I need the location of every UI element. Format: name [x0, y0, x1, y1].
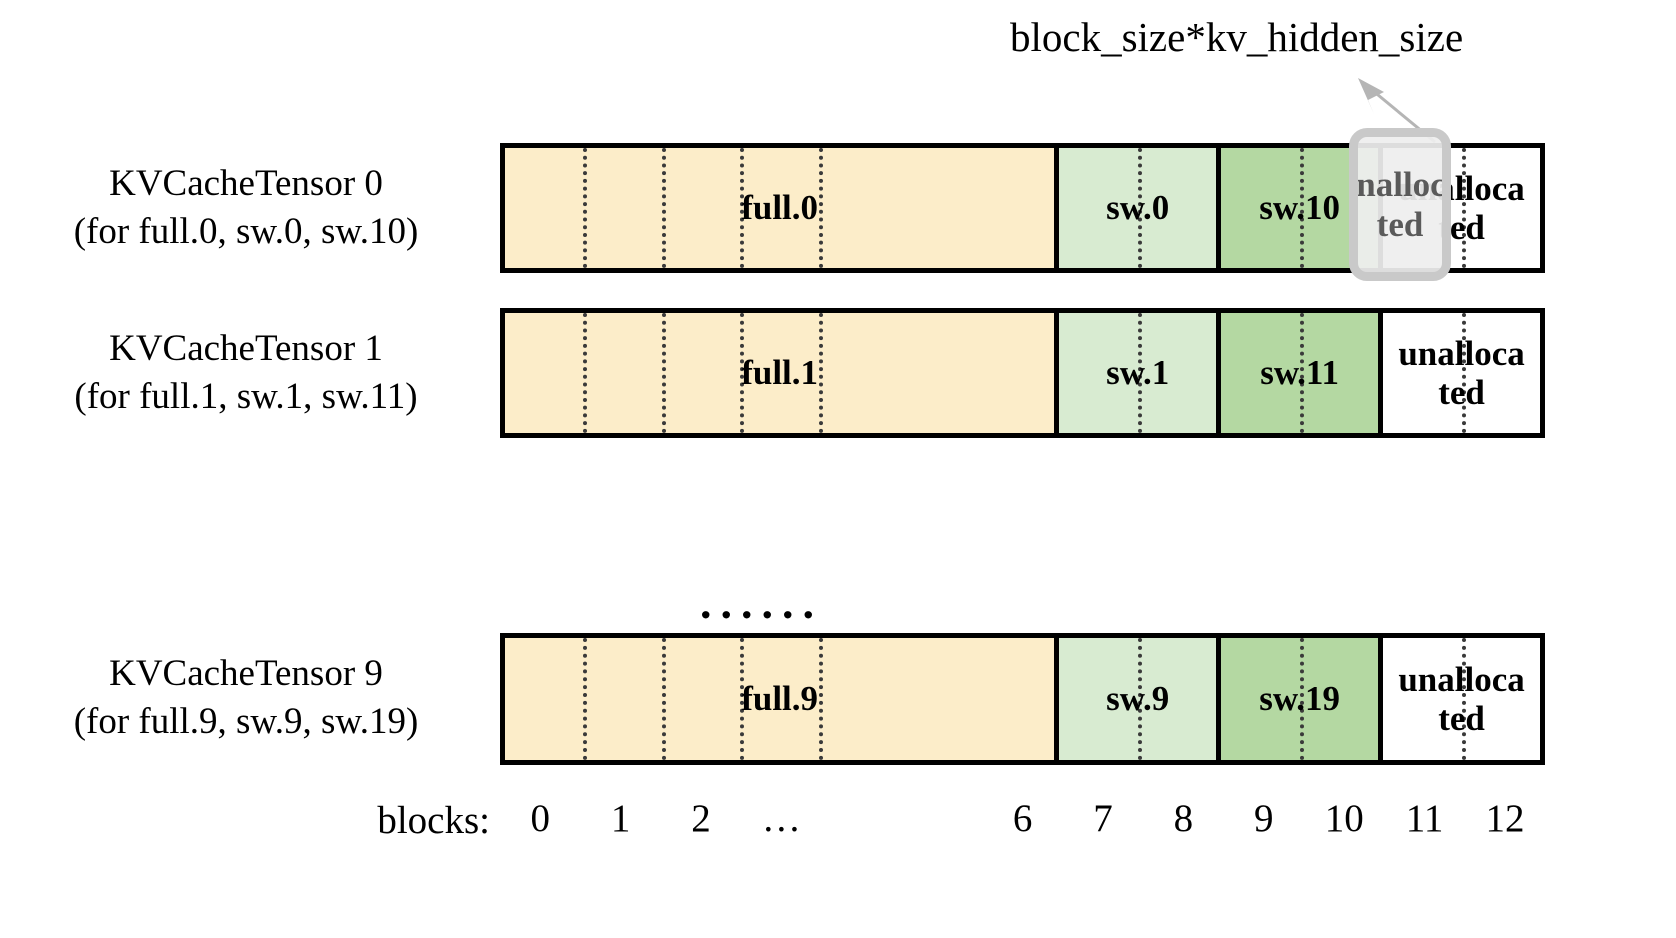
- blocks-axis: 0 1 2 … 6 7 8 9 10 11 12: [500, 797, 1545, 858]
- axis-tick-10: 10: [1324, 797, 1364, 840]
- row-label-line1: KVCacheTensor 0: [109, 163, 383, 204]
- segment-unallocated[interactable]: unalloca ted: [1383, 313, 1540, 433]
- segment-sw-11[interactable]: sw.11: [1221, 313, 1384, 433]
- axis-tick-11: 11: [1405, 797, 1444, 840]
- axis-tick-12: 12: [1485, 797, 1525, 840]
- tensor-bar-kvcachetensor-1[interactable]: full.1 sw.1 sw.11 unalloca ted: [500, 308, 1545, 438]
- row-label-kvcachetensor-9: KVCacheTensor 9 (for full.9, sw.9, sw.19…: [0, 650, 492, 746]
- axis-tick-ellipsis: …: [761, 797, 801, 840]
- row-label-kvcachetensor-1: KVCacheTensor 1 (for full.1, sw.1, sw.11…: [0, 325, 492, 421]
- axis-title: blocks:: [377, 799, 490, 842]
- segment-label: sw.9: [1106, 679, 1170, 719]
- segment-full-9[interactable]: full.9: [505, 638, 1060, 760]
- highlighted-block-label: unalloca ted: [1356, 165, 1446, 244]
- axis-tick-7: 7: [1093, 797, 1113, 840]
- row-label-line2: (for full.0, sw.0, sw.10): [73, 211, 419, 253]
- segment-unallocated[interactable]: unalloca ted: [1383, 638, 1540, 760]
- segment-full-1[interactable]: full.1: [505, 313, 1060, 433]
- segment-label: sw.11: [1260, 353, 1340, 393]
- segment-sw-1[interactable]: sw.1: [1059, 313, 1222, 433]
- row-label-line2: (for full.9, sw.9, sw.19): [73, 701, 419, 743]
- segment-sw-0[interactable]: sw.0: [1059, 148, 1222, 268]
- row-label-kvcachetensor-0: KVCacheTensor 0 (for full.0, sw.0, sw.10…: [0, 160, 492, 256]
- row-label-line1: KVCacheTensor 9: [109, 653, 383, 694]
- segment-full-0[interactable]: full.0: [505, 148, 1060, 268]
- tensor-bar-kvcachetensor-9[interactable]: full.9 sw.9 sw.19 unalloca ted: [500, 633, 1545, 765]
- row-label-line1: KVCacheTensor 1: [109, 328, 383, 369]
- axis-tick-0: 0: [530, 797, 550, 840]
- segment-sw-19[interactable]: sw.19: [1221, 638, 1384, 760]
- segment-sw-9[interactable]: sw.9: [1059, 638, 1222, 760]
- axis-tick-2: 2: [691, 797, 711, 840]
- segment-label: sw.19: [1259, 679, 1340, 719]
- segment-label: unalloca ted: [1398, 659, 1525, 738]
- callout-label: block_size*kv_hidden_size: [1010, 14, 1464, 60]
- axis-tick-6: 6: [1012, 797, 1033, 840]
- segment-label: full.0: [741, 188, 819, 228]
- segment-label: full.9: [741, 679, 819, 719]
- axis-tick-9: 9: [1254, 797, 1274, 840]
- vertical-ellipsis: ......: [700, 577, 823, 628]
- row-label-line2: (for full.1, sw.1, sw.11): [74, 376, 418, 418]
- segment-label: unalloca ted: [1398, 333, 1525, 412]
- segment-label: full.1: [741, 353, 819, 393]
- segment-label: sw.10: [1259, 188, 1340, 228]
- segment-label: sw.1: [1106, 353, 1170, 393]
- axis-tick-8: 8: [1173, 797, 1194, 840]
- axis-tick-1: 1: [610, 797, 631, 840]
- segment-label: sw.0: [1106, 188, 1170, 228]
- highlighted-block-11[interactable]: unalloca ted: [1349, 128, 1451, 281]
